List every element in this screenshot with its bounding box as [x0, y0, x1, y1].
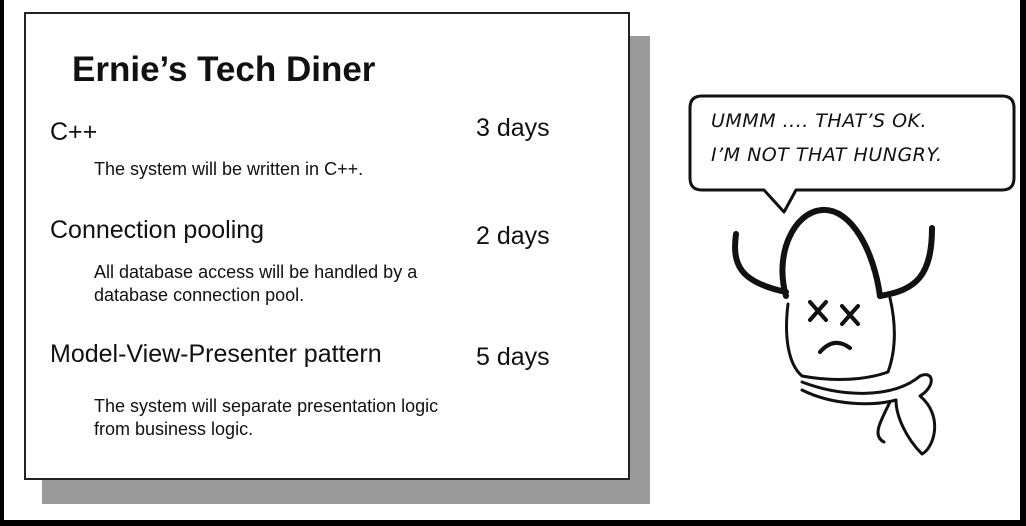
cowboy-cartoon — [688, 94, 1016, 456]
menu-item-description: The system will separate presentation lo… — [94, 396, 439, 439]
speech-bubble — [688, 94, 1016, 214]
menu-item-description: All database access will be handled by a… — [94, 262, 418, 305]
menu-item-name: Model-View-Presenter pattern — [50, 340, 382, 368]
menu-item-price: 3 days — [476, 114, 550, 142]
hat-brim-icon — [877, 225, 935, 299]
face-icon — [785, 296, 896, 381]
menu-title: Ernie’s Tech Diner — [72, 50, 376, 89]
speech-line: I’M NOT THAT HUNGRY. — [711, 144, 943, 166]
menu-item-name: Connection pooling — [50, 216, 265, 244]
frown-icon — [818, 340, 852, 354]
figure-frame: Ernie’s Tech Diner C++ 3 days The system… — [4, 0, 1020, 520]
hat-brim-icon — [732, 231, 789, 295]
menu-item-price: 2 days — [476, 222, 550, 250]
bandana-icon — [800, 373, 937, 456]
menu-item-price: 5 days — [476, 343, 550, 371]
speech-line: UMMM .... THAT’S OK. — [711, 110, 928, 132]
menu-card: Ernie’s Tech Diner C++ 3 days The system… — [24, 12, 630, 480]
menu-item-description: The system will be written in C++. — [94, 159, 364, 179]
hat-crown-icon — [779, 206, 883, 299]
menu-item-name: C++ — [50, 118, 98, 146]
x-eyes-icon — [808, 300, 860, 326]
